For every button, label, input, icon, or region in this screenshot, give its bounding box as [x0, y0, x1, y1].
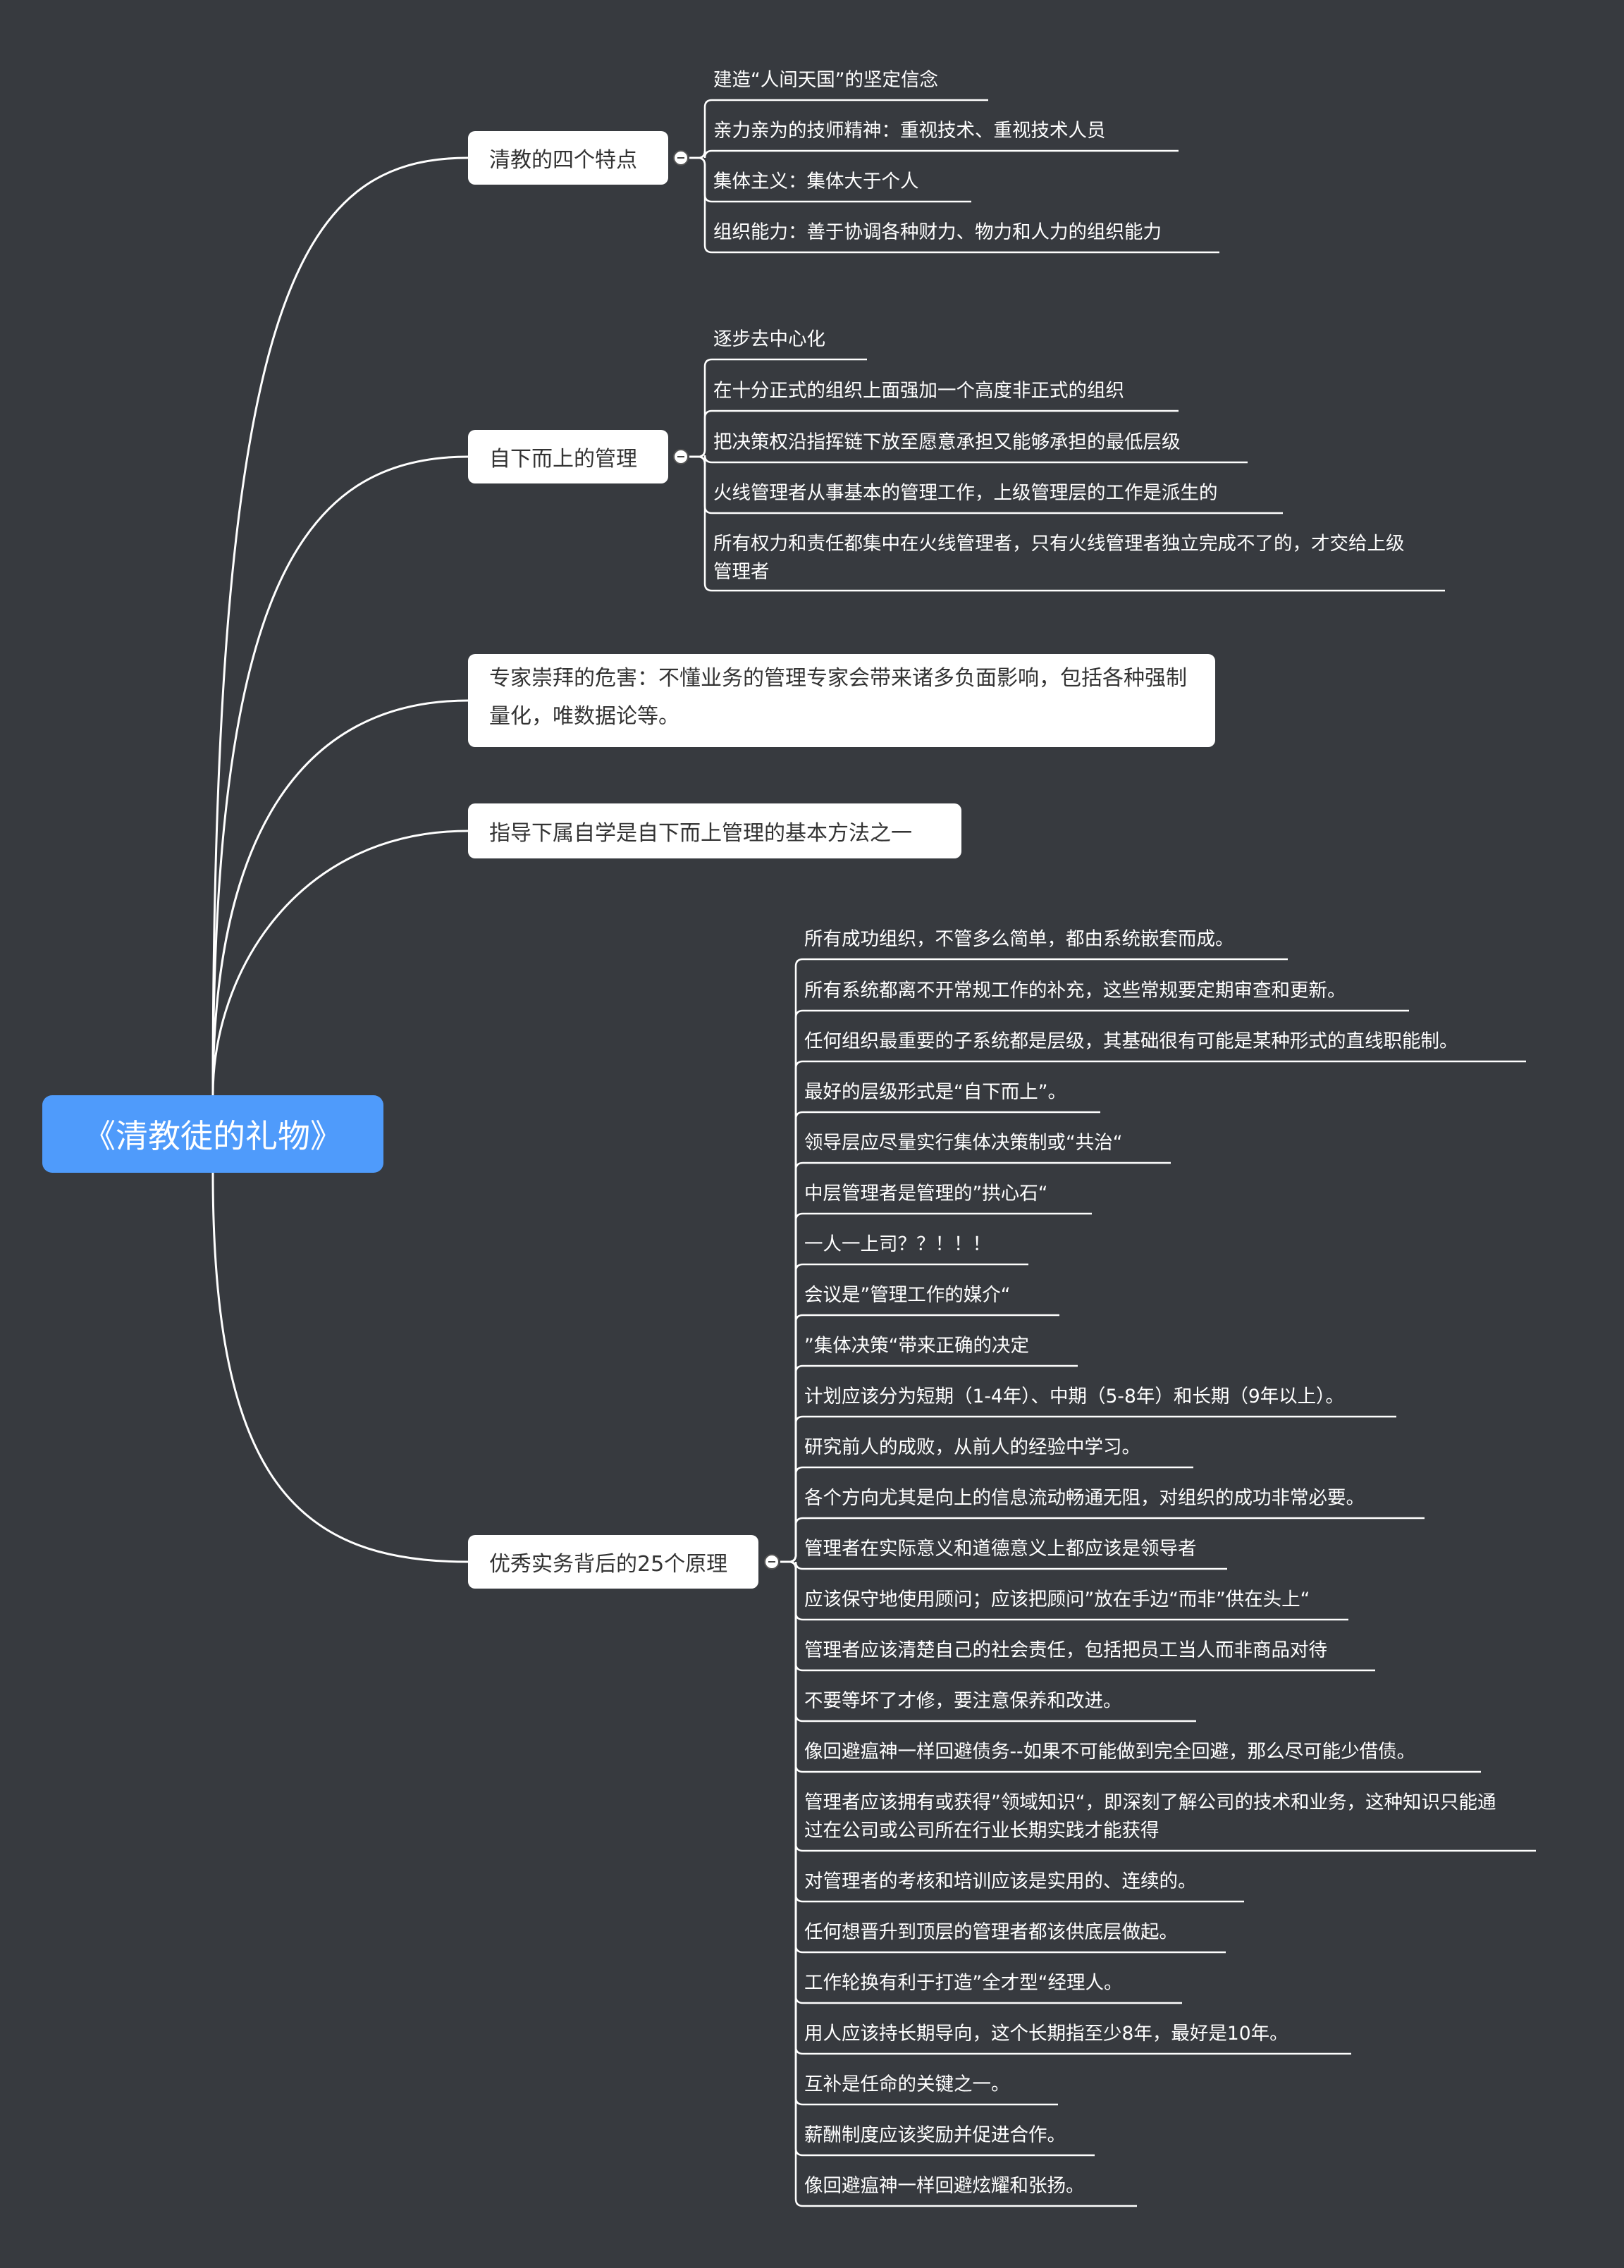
leaf-topic[interactable]: 工作轮换有利于打造”全才型“经理人。 — [804, 1972, 1123, 1994]
leaf-topic[interactable]: 组织能力：善于协调各种财力、物力和人力的组织能力 — [713, 221, 1162, 243]
root-topic[interactable]: 《清教徒的礼物》 — [42, 1095, 383, 1173]
leaf-topic[interactable]: 任何组织最重要的子系统都是层级，其基础很有可能是某种形式的直线职能制。 — [804, 1030, 1458, 1052]
root-branch-connector — [211, 156, 469, 1096]
branch-topic-puritan-features[interactable]: 清教的四个特点 — [468, 131, 668, 185]
root-branch-connector — [211, 699, 469, 1096]
leaf-topic[interactable]: ”集体决策“带来正确的决定 — [804, 1335, 1029, 1357]
collapse-toggle-icon[interactable] — [673, 150, 689, 166]
leaf-topic[interactable]: 火线管理者从事基本的管理工作，上级管理层的工作是派生的 — [713, 482, 1218, 504]
collapse-toggle-icon[interactable] — [673, 449, 689, 464]
leaf-topic[interactable]: 不要等坏了才修，要注意保养和改进。 — [804, 1690, 1122, 1712]
leaf-topic[interactable]: 集体主义：集体大于个人 — [713, 171, 919, 192]
leaf-topic[interactable]: 一人一上司？？！！！ — [804, 1233, 991, 1255]
leaf-topic[interactable]: 会议是”管理工作的媒介“ — [804, 1284, 1011, 1306]
leaf-topic[interactable]: 亲力亲为的技师精神：重视技术、重视技术人员 — [713, 120, 1106, 142]
leaf-topic[interactable]: 建造“人间天国”的坚定信念 — [713, 69, 938, 91]
leaf-topic[interactable]: 所有成功组织，不管多么简单，都由系统嵌套而成。 — [804, 928, 1234, 950]
leaf-connector — [689, 455, 1445, 592]
leaf-topic[interactable]: 管理者在实际意义和道德意义上都应该是领导者 — [804, 1538, 1197, 1560]
leaf-topic[interactable]: 对管理者的考核和培训应该是实用的、连续的。 — [804, 1871, 1197, 1892]
root-branch-connector — [211, 455, 469, 1096]
branch-topic-guide-self-learning[interactable]: 指导下属自学是自下而上管理的基本方法之一 — [468, 803, 961, 858]
leaf-topic[interactable]: 用人应该持长期导向，这个长期指至少8年，最好是10年。 — [804, 2023, 1288, 2045]
leaf-topic[interactable]: 计划应该分为短期（1-4年）、中期（5-8年）和长期（9年以上）。 — [804, 1386, 1344, 1407]
leaf-topic[interactable]: 管理者应该拥有或获得”领域知识“，即深刻了解公司的技术和业务，这种知识只能通过在… — [804, 1792, 1496, 1842]
leaf-topic[interactable]: 最好的层级形式是“自下而上”。 — [804, 1081, 1066, 1103]
leaf-topic[interactable]: 逐步去中心化 — [713, 328, 825, 350]
leaf-topic[interactable]: 任何想晋升到顶层的管理者都该供底层做起。 — [804, 1921, 1178, 1943]
leaf-topic[interactable]: 应该保守地使用顾问；应该把顾问”放在手边“而非”供在头上“ — [804, 1589, 1310, 1610]
leaf-topic[interactable]: 管理者应该清楚自己的社会责任，包括把员工当人而非商品对待 — [804, 1639, 1327, 1661]
leaf-topic[interactable]: 研究前人的成败，从前人的经验中学习。 — [804, 1436, 1140, 1458]
leaf-topic[interactable]: 像回避瘟神一样回避炫耀和张扬。 — [804, 2175, 1085, 2197]
leaf-topic[interactable]: 所有权力和责任都集中在火线管理者，只有火线管理者独立完成不了的，才交给上级管理者 — [713, 533, 1405, 583]
leaf-connector — [689, 156, 1219, 254]
leaf-topic[interactable]: 薪酬制度应该奖励并促进合作。 — [804, 2124, 1066, 2146]
branch-topic-expert-worship[interactable]: 专家崇拜的危害：不懂业务的管理专家会带来诸多负面影响，包括各种强制量化，唯数据论… — [468, 654, 1215, 747]
leaf-topic[interactable]: 领导层应尽量实行集体决策制或“共治“ — [804, 1132, 1123, 1154]
collapse-toggle-icon[interactable] — [764, 1554, 780, 1570]
root-branch-connector — [211, 830, 469, 1096]
leaf-topic[interactable]: 所有系统都离不开常规工作的补充，这些常规要定期审查和更新。 — [804, 980, 1346, 1002]
leaf-topic[interactable]: 各个方向尤其是向上的信息流动畅通无阻，对组织的成功非常必要。 — [804, 1487, 1365, 1509]
leaf-topic[interactable]: 像回避瘟神一样回避债务--如果不可能做到完全回避，那么尽可能少借债。 — [804, 1741, 1416, 1763]
branch-topic-25-principles[interactable]: 优秀实务背后的25个原理 — [468, 1535, 758, 1589]
root-branch-connector — [211, 1172, 469, 1563]
branch-topic-bottom-up-management[interactable]: 自下而上的管理 — [468, 430, 668, 483]
leaf-connector — [689, 149, 1179, 159]
leaf-topic[interactable]: 把决策权沿指挥链下放至愿意承担又能够承担的最低层级 — [713, 431, 1181, 453]
leaf-topic[interactable]: 中层管理者是管理的”拱心石“ — [804, 1183, 1048, 1204]
leaf-connector — [780, 1560, 1137, 2207]
leaf-topic[interactable]: 在十分正式的组织上面强加一个高度非正式的组织 — [713, 380, 1124, 402]
leaf-topic[interactable]: 互补是任命的关键之一。 — [804, 2073, 1010, 2095]
